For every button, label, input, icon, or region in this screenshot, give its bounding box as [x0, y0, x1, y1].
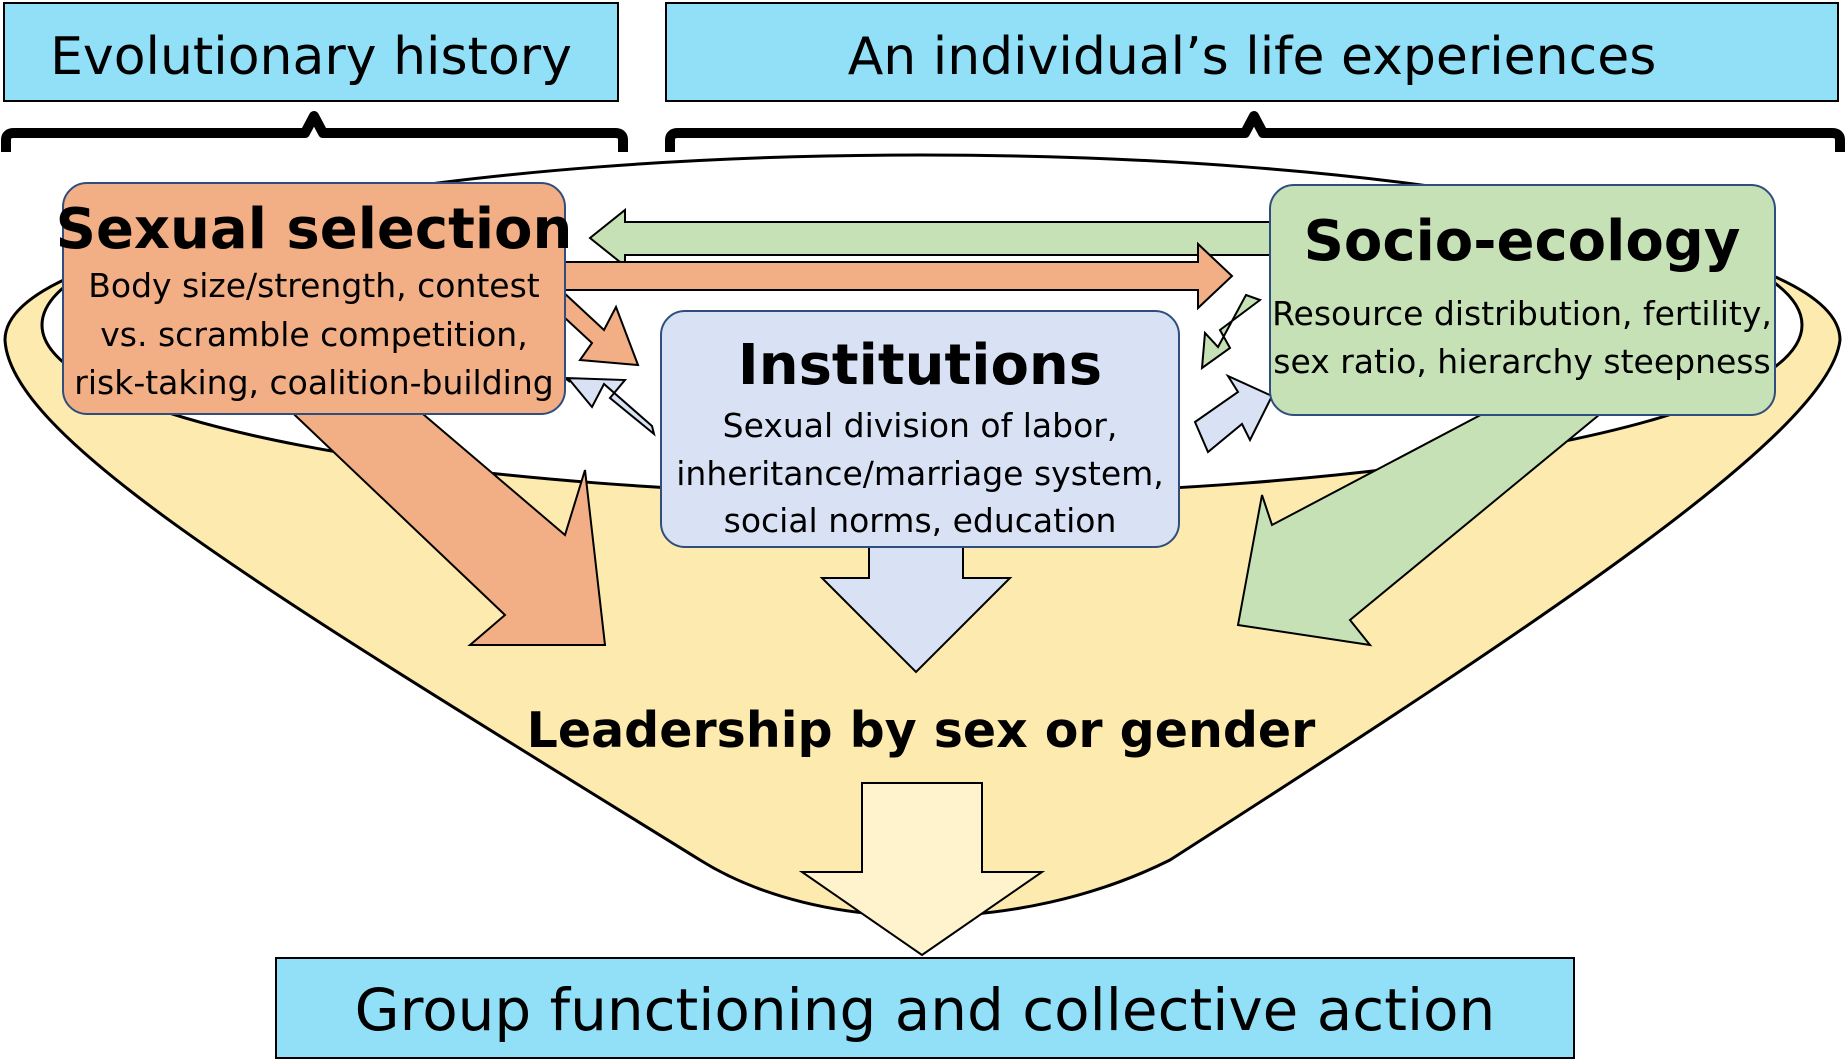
institutions-line-1: Sexual division of labor,	[723, 406, 1118, 445]
institutions-line-2: inheritance/marriage system,	[676, 454, 1164, 493]
sexual-selection-title: Sexual selection	[56, 197, 573, 262]
socio-ecology-to-sexual-selection-arrow	[588, 207, 1271, 269]
sexual-selection-box: Sexual selection Body size/strength, con…	[56, 182, 573, 415]
sexual-selection-line-3: risk-taking, coalition-building	[74, 363, 553, 402]
institutions-to-sexual-selection-arrow	[562, 376, 656, 437]
leadership-to-outcome-arrow	[798, 782, 1046, 957]
socio-ecology-to-institutions-arrow	[1200, 293, 1263, 371]
institutions-line-3: social norms, education	[724, 501, 1117, 540]
socio-ecology-box: Socio-ecology Resource distribution, fer…	[1269, 184, 1776, 416]
institutions-title: Institutions	[738, 333, 1102, 398]
bracket-life-experiences	[665, 111, 1845, 152]
leadership-label: Leadership by sex or gender	[527, 702, 1317, 759]
institutions-to-socio-ecology-arrow	[1193, 373, 1274, 454]
institutions-box: Institutions Sexual division of labor, i…	[660, 310, 1180, 548]
sexual-selection-to-socio-ecology-arrow	[564, 241, 1234, 311]
bracket-evolutionary-history	[1, 111, 628, 152]
banner-evolutionary-history-label: Evolutionary history	[50, 27, 572, 87]
banner-evolutionary-history: Evolutionary history	[3, 2, 619, 102]
socio-ecology-to-leadership-arrow	[1236, 409, 1608, 647]
banner-life-experiences: An individual’s life experiences	[665, 2, 1839, 102]
sexual-selection-line-2: vs. scramble competition,	[100, 315, 527, 354]
socio-ecology-line-2: sex ratio, hierarchy steepness	[1273, 342, 1770, 381]
socio-ecology-line-1: Resource distribution, fertility,	[1272, 294, 1772, 333]
socio-ecology-title: Socio-ecology	[1304, 209, 1741, 274]
banner-life-experiences-label: An individual’s life experiences	[848, 27, 1657, 87]
outcome-label: Group functioning and collective action	[355, 976, 1496, 1044]
sexual-selection-line-1: Body size/strength, contest	[88, 266, 540, 305]
outcome-banner: Group functioning and collective action	[275, 957, 1575, 1059]
